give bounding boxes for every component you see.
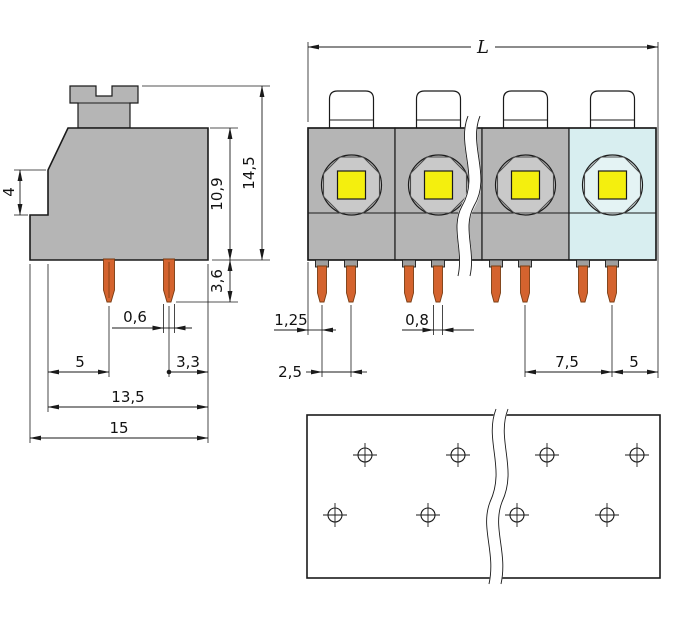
clamp-octagon: [583, 156, 642, 214]
dim-total-height: 14,5: [142, 85, 270, 261]
dim-label-end-pitch: 5: [629, 353, 639, 371]
dim-pin-spacing: 2,5: [278, 305, 367, 381]
dim-label-total-width: 15: [109, 419, 128, 437]
front-view-dimensions: L 1,25 2,5 0,8: [274, 37, 659, 381]
clamp-octagon: [322, 156, 381, 214]
break-gap: [456, 109, 482, 283]
dim-label-pole-pitch: 7,5: [555, 353, 579, 371]
dim-label-step-height: 4: [0, 187, 18, 197]
dim-pin-to-edge: 3,3: [166, 306, 209, 377]
side-view-dimensions: 4 14,5 10,9 3,6 0,6: [0, 85, 270, 443]
solder-pin: [607, 265, 617, 303]
solder-pin: [520, 265, 530, 303]
drill-hole: [446, 443, 470, 467]
dim-label-edge-to-pin: 5: [75, 353, 85, 371]
dim-inner-width: 13,5: [47, 264, 209, 443]
drill-hole: [323, 503, 347, 527]
drilling-plan: [306, 402, 661, 591]
push-button: [589, 90, 636, 128]
clamp-spring-window: [423, 170, 454, 200]
break-gap: [486, 402, 509, 591]
dim-pin-width-side: 0,6: [112, 304, 192, 333]
clamp-spring-window: [336, 170, 367, 200]
dim-label-housing-height: 10,9: [208, 177, 226, 210]
dim-label-pin-width-front: 0,8: [405, 311, 429, 329]
break-edge: [486, 408, 497, 585]
break-edge: [456, 115, 470, 277]
drill-hole: [505, 503, 529, 527]
dim-pin-width-front: 0,8: [402, 305, 474, 335]
drill-hole: [353, 443, 377, 467]
side-view: [29, 85, 209, 303]
push-button: [502, 90, 549, 128]
dim-label-edge-to-first-pin: 1,25: [274, 311, 307, 329]
dim-edge-to-first-pin: 1,25: [274, 262, 336, 377]
solder-pin: [433, 265, 443, 303]
dim-label-total-length: L: [476, 37, 489, 58]
push-buttons: [328, 90, 636, 128]
solder-pin: [317, 265, 327, 303]
break-edge: [468, 115, 482, 277]
dim-step-height: 4: [0, 169, 46, 216]
solder-pin: [404, 265, 414, 303]
drill-hole: [535, 443, 559, 467]
screw-actuator: [69, 85, 139, 129]
dim-housing-height: 10,9: [208, 127, 238, 261]
housing-side: [29, 127, 209, 261]
front-view: [307, 90, 657, 303]
clamp-spring-window: [597, 170, 628, 200]
dim-label-pin-spacing: 2,5: [278, 363, 302, 381]
break-line-plan: [486, 402, 509, 591]
clamp-unit: [320, 154, 383, 216]
push-button: [328, 90, 375, 128]
dim-pole-pitch: 7,5: [524, 305, 613, 377]
pcb-outline: [306, 414, 661, 579]
dim-label-total-height: 14,5: [240, 156, 258, 189]
clamp-unit: [407, 154, 470, 216]
dim-label-inner-width: 13,5: [111, 388, 144, 406]
solder-pin: [491, 265, 501, 303]
drill-hole: [595, 503, 619, 527]
break-edge: [498, 408, 509, 585]
dim-end-pitch: 5: [611, 353, 659, 375]
push-button: [415, 90, 462, 128]
dim-pin-length: 3,6: [176, 259, 238, 303]
dim-label-pin-width-side: 0,6: [123, 308, 147, 326]
dim-total-length: L: [307, 37, 659, 378]
dim-label-pin-to-edge: 3,3: [176, 353, 200, 371]
clamp-unit: [494, 154, 557, 216]
front-pins: [315, 259, 619, 303]
dimension-origin-dot: [166, 369, 172, 375]
solder-pin: [578, 265, 588, 303]
clamp-unit: [581, 154, 644, 216]
clamp-octagon: [409, 156, 468, 214]
solder-pin: [346, 265, 356, 303]
housing-outline: [307, 127, 657, 261]
drill-hole: [625, 443, 649, 467]
break-line-front: [456, 109, 482, 283]
dim-total-width: 15: [29, 264, 209, 443]
drill-hole: [416, 503, 440, 527]
clamp-spring-window: [510, 170, 541, 200]
clamp-octagon: [496, 156, 555, 214]
dim-edge-to-pin: 5: [47, 264, 110, 412]
dim-label-pin-length: 3,6: [208, 269, 226, 293]
